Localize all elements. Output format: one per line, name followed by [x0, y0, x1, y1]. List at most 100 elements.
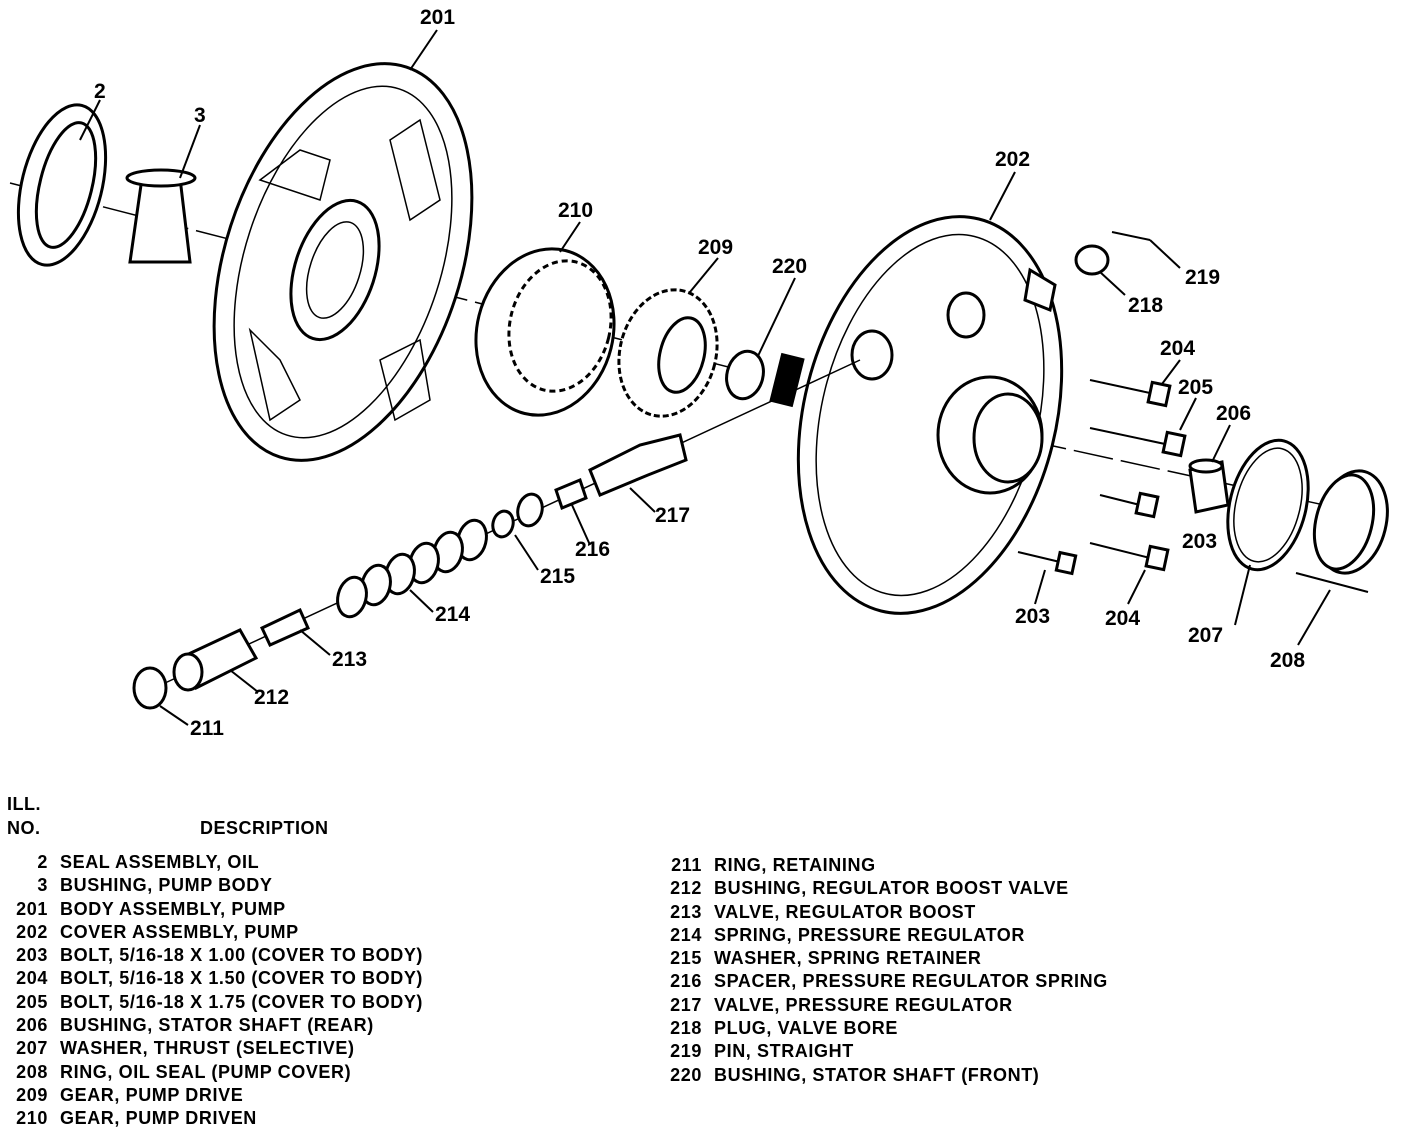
legend-row: 203 BOLT, 5/16-18 X 1.00 (COVER TO BODY) — [0, 944, 423, 967]
legend-num: 203 — [16, 945, 48, 966]
valve-regulator-boost-part — [260, 607, 310, 647]
legend-row: 3 BUSHING, PUMP BODY — [0, 874, 423, 897]
legend-num: 3 — [37, 875, 48, 896]
bolt-204-lower — [1089, 542, 1170, 572]
cover-assembly-pump-part — [769, 215, 1064, 615]
legend-desc: VALVE, PRESSURE REGULATOR — [714, 994, 1013, 1015]
legend-desc: SPRING, PRESSURE REGULATOR — [714, 924, 1025, 945]
legend-num: 211 — [671, 855, 702, 875]
legend-desc: COVER ASSEMBLY, PUMP — [60, 921, 299, 942]
gear-pump-drive-part — [617, 288, 719, 418]
legend-row: 214 SPRING, PRESSURE REGULATOR — [654, 924, 1108, 947]
legend-row: 204 BOLT, 5/16-18 X 1.50 (COVER TO BODY) — [0, 967, 423, 990]
callout-213: 213 — [332, 648, 367, 671]
valve-pressure-regulator-part — [588, 433, 688, 497]
body-assembly-pump-part — [212, 62, 474, 462]
legend-num: 212 — [670, 878, 702, 899]
bushing-regulator-boost-valve-part — [172, 628, 259, 692]
legend-row: 205 BOLT, 5/16-18 X 1.75 (COVER TO BODY) — [0, 991, 423, 1014]
plug-valve-bore-part — [1074, 244, 1110, 276]
legend-desc: VALVE, REGULATOR BOOST — [714, 901, 976, 922]
callout-202: 202 — [995, 148, 1030, 171]
pin-straight-part — [1111, 231, 1151, 241]
legend-header-no: NO. — [7, 818, 41, 838]
legend-row: 211 RING, RETAINING — [654, 854, 1108, 877]
legend-desc: PIN, STRAIGHT — [714, 1041, 854, 1062]
legend-num: 204 — [16, 968, 48, 989]
legend-num: 205 — [16, 991, 48, 1012]
callout-203-right: 203 — [1182, 530, 1217, 553]
callout-219: 219 — [1185, 266, 1220, 289]
bolt-203-lower — [1017, 550, 1078, 576]
callout-214: 214 — [435, 603, 470, 626]
legend-num: 202 — [16, 921, 48, 942]
legend-desc: BOLT, 5/16-18 X 1.50 (COVER TO BODY) — [60, 968, 424, 989]
legend-desc: BUSHING, STATOR SHAFT (REAR) — [60, 1015, 374, 1036]
bushing-pump-body-part — [125, 168, 197, 264]
legend-row: 202 COVER ASSEMBLY, PUMP — [0, 921, 423, 944]
callout-210: 210 — [558, 199, 593, 222]
legend-desc: GEAR, PUMP DRIVEN — [60, 1108, 257, 1129]
callout-203-lower: 203 — [1015, 605, 1050, 628]
legend-desc: PLUG, VALVE BORE — [714, 1018, 898, 1039]
callout-2: 2 — [94, 80, 106, 103]
legend-desc: BOLT, 5/16-18 X 1.00 (COVER TO BODY) — [60, 945, 424, 966]
legend-desc: BUSHING, PUMP BODY — [60, 875, 273, 896]
legend-num: 2 — [37, 852, 48, 872]
legend-num: 214 — [670, 924, 702, 945]
callout-3: 3 — [194, 104, 206, 127]
ring-oil-seal-part — [1312, 469, 1389, 575]
callout-218: 218 — [1128, 294, 1163, 317]
legend-desc: WASHER, THRUST (SELECTIVE) — [60, 1038, 355, 1059]
legend-desc: BUSHING, STATOR SHAFT (FRONT) — [714, 1064, 1040, 1085]
legend-row: 215 WASHER, SPRING RETAINER — [654, 947, 1108, 970]
callout-206: 206 — [1216, 402, 1251, 425]
spring-pressure-regulator-part — [336, 518, 488, 619]
legend-num: 209 — [16, 1084, 48, 1105]
washer-thrust-part — [1226, 438, 1310, 572]
legend-row: 218 PLUG, VALVE BORE — [654, 1017, 1108, 1040]
legend-num: 217 — [670, 994, 702, 1015]
seal-assembly-oil-part — [16, 103, 108, 267]
legend-num: 215 — [670, 948, 702, 969]
legend-num: 218 — [670, 1018, 702, 1039]
bolt-205 — [1089, 427, 1187, 458]
legend-num: 213 — [670, 901, 702, 922]
callout-208: 208 — [1270, 649, 1305, 672]
washer-spring-retainer-part — [491, 492, 544, 539]
spacer-part — [554, 477, 588, 511]
ring-retaining-part — [132, 666, 168, 710]
callout-204-upper: 204 — [1160, 337, 1195, 360]
bushing-stator-shaft-front-part — [725, 349, 765, 401]
legend-num: 219 — [670, 1041, 702, 1062]
callout-215: 215 — [540, 565, 575, 588]
legend-num: 201 — [16, 898, 48, 919]
legend-row: 2 SEAL ASSEMBLY, OIL — [0, 851, 423, 874]
callout-211: 211 — [190, 717, 224, 740]
legend-row: 213 VALVE, REGULATOR BOOST — [654, 901, 1108, 924]
legend-desc: WASHER, SPRING RETAINER — [714, 948, 982, 969]
callout-212: 212 — [254, 686, 289, 709]
callout-220: 220 — [772, 255, 807, 278]
exploded-view-diagram: 2 3 201 202 210 209 220 219 218 204 205 … — [9, 6, 1389, 740]
bolt-203-upper — [1099, 491, 1160, 519]
legend-num: 216 — [670, 971, 702, 992]
callout-207: 207 — [1188, 624, 1223, 647]
legend-desc: SEAL ASSEMBLY, OIL — [60, 852, 260, 872]
legend-header-ill: ILL. — [7, 794, 41, 814]
legend-num: 208 — [16, 1061, 48, 1082]
legend-desc: BOLT, 5/16-18 X 1.75 (COVER TO BODY) — [60, 991, 424, 1012]
bolt-204-upper — [1089, 379, 1172, 408]
legend-desc: RING, RETAINING — [714, 855, 876, 875]
callout-204-lower: 204 — [1105, 607, 1140, 630]
